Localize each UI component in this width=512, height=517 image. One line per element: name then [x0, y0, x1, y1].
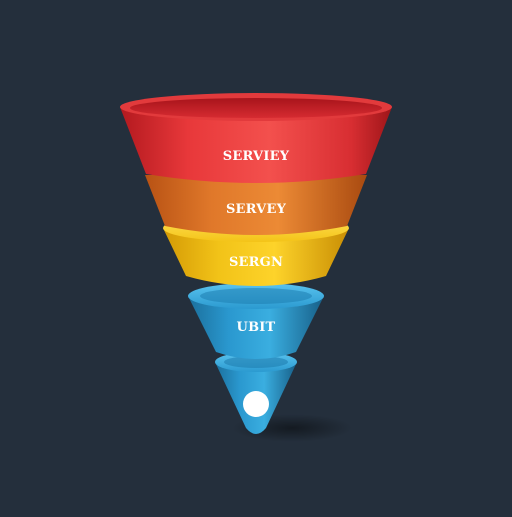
funnel-stage-3-label: SERGN — [229, 255, 283, 270]
funnel-stage-2: SERVEY — [145, 175, 367, 235]
funnel-stage-2-label: SERVEY — [226, 202, 287, 217]
funnel-stage-1-label: SERVIEY — [223, 149, 290, 164]
white-circle-dot-icon — [243, 391, 269, 417]
funnel-stage-1: SERVIEY — [120, 93, 392, 183]
funnel-stage-4: UBIT — [188, 283, 324, 359]
funnel-stage-4-label: UBIT — [237, 320, 276, 335]
